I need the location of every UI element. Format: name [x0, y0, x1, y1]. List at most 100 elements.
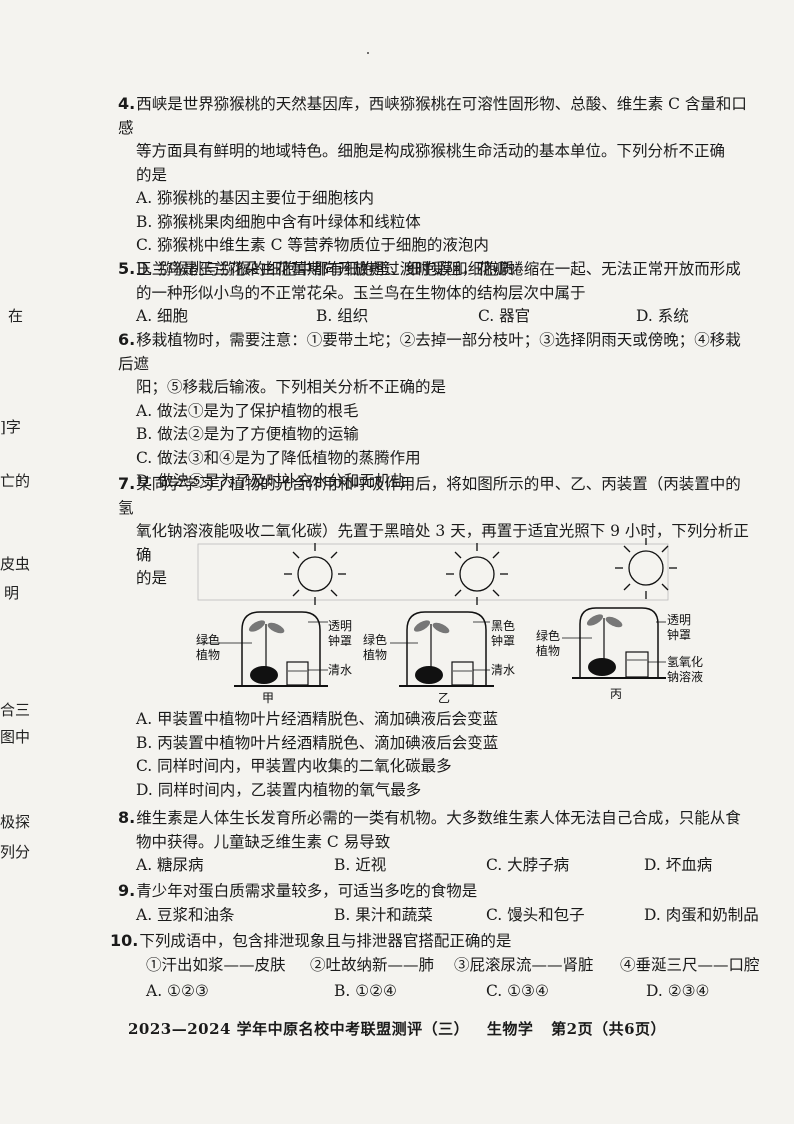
option-b: B. 果汁和蔬菜 [334, 905, 433, 924]
question-7: 7.某同学学习了植物的光合作用和呼吸作用后，将如图所示的甲、乙、丙装置（丙装置中… [118, 472, 754, 591]
device-bing: 绿色 植物 透明 钟罩 氢氧化 钠溶液 丙 [536, 537, 703, 701]
question-stem: 氧化钠溶液能吸收二氧化碳）先置于黑暗处 3 天，再置于适宜光照下 9 小时，下列… [136, 522, 749, 564]
statement-4: ④垂涎三尺——口腔 [620, 955, 760, 974]
exam-title: 2023—2024 学年中原名校中考联盟测评（三） [127, 1020, 470, 1038]
label-bell-jar: 黑色 [491, 619, 515, 633]
option-c: C. 猕猴桃中维生素 C 等营养物质位于细胞的液泡内 [136, 236, 489, 254]
background-frame [197, 543, 669, 601]
options-row: A. 豆浆和油条 B. 果汁和蔬菜 C. 馒头和包子 D. 肉蛋和奶制品 [118, 904, 759, 928]
scan-dot [367, 52, 369, 54]
plant-icon [586, 614, 623, 676]
label-green-plant: 植物 [363, 647, 387, 662]
question-stem: 西峡是世界猕猴桃的天然基因库，西峡猕猴桃在可溶性固形物、总酸、维生素 C 含量和… [118, 95, 747, 137]
margin-fragment: 亡的 [0, 472, 31, 490]
option-b: B. ①②④ [334, 981, 397, 1000]
option-d: D. 肉蛋和奶制品 [644, 905, 759, 924]
beaker [451, 661, 474, 686]
option-a: A. 细胞 [136, 307, 189, 325]
option-c: C. 同样时间内，甲装置内收集的二氧化碳最多 [136, 757, 452, 775]
question-number: 10. [110, 931, 139, 950]
label-bell-jar: 透明 [328, 619, 352, 633]
question-stem: 玉兰鸟是玉兰花朵由花蕾期向开放期过渡时受阻，花瓣蜷缩在一起、无法正常开放而形成 [136, 260, 741, 278]
device-name: 乙 [438, 691, 450, 705]
page-footer: 2023—2024 学年中原名校中考联盟测评（三） 生物学 第2页（共6页） [0, 1018, 794, 1039]
question-7-options: A. 甲装置中植物叶片经酒精脱色、滴加碘液后会变蓝 B. 丙装置中植物叶片经酒精… [118, 708, 754, 802]
beaker [625, 651, 649, 678]
label-bell-jar: 钟罩 [328, 633, 352, 648]
option-d: D. 系统 [636, 307, 689, 325]
label-bell-jar: 钟罩 [667, 627, 691, 642]
bell-jar [241, 611, 321, 687]
plant-icon [413, 620, 450, 684]
label-bell-jar: 透明 [667, 613, 691, 627]
margin-fragment: ]字 [0, 418, 21, 436]
sun-icon [615, 537, 677, 599]
margin-fragment: 在 [8, 307, 24, 325]
question-stem: 阳；⑤移栽后输液。下列相关分析不正确的是 [136, 378, 447, 396]
margin-fragment: 皮虫 [0, 555, 31, 573]
option-c: C. 大脖子病 [486, 856, 570, 874]
margin-fragment: 列分 [0, 843, 31, 861]
option-d: D. 做法⑤是为了及时补充水分和无机盐 [136, 472, 406, 490]
statement-1: ①汗出如浆——皮肤 [146, 955, 286, 974]
label-green-plant: 植物 [536, 643, 560, 658]
option-a: A. ①②③ [146, 981, 209, 1000]
margin-fragment: 明 [4, 584, 20, 602]
question-stem: 等方面具有鲜明的地域特色。细胞是构成猕猴桃生命活动的基本单位。下列分析不正确 [136, 142, 726, 160]
sun-icon [446, 543, 508, 605]
question-8: 8.维生素是人体生长发育所必需的一类有机物。大多数维生素人体无法自己合成，只能从… [118, 806, 754, 878]
question-stem: 下列成语中，包含排泄现象且与排泄器官搭配正确的是 [139, 932, 512, 950]
device-jia: 绿色 植物 透明 钟罩 清水 甲 [196, 543, 352, 705]
subject-name: 生物学 [486, 1020, 534, 1038]
label-green-plant: 植物 [196, 647, 220, 662]
option-b: B. 近视 [334, 856, 387, 874]
margin-fragment: 图中 [0, 728, 31, 746]
option-b: B. 猕猴桃果肉细胞中含有叶绿体和线粒体 [136, 212, 421, 231]
option-d: D. 猕猴桃与猕猴的细胞中都有细胞壁、细胞膜和细胞质 [136, 259, 515, 278]
question-stem: 的是 [136, 569, 168, 587]
option-c: C. ①③④ [486, 981, 549, 1000]
options-row: A. ①②③ B. ①②④ C. ①③④ D. ②③④ [110, 980, 770, 1004]
options-row: A. 细胞 B. 组织 C. 器官 D. 系统 [118, 305, 754, 329]
option-b: B. 组织 [316, 307, 369, 325]
option-b: B. 丙装置中植物叶片经酒精脱色、滴加碘液后会变蓝 [136, 733, 499, 752]
question-10: 10.下列成语中，包含排泄现象且与排泄器官搭配正确的是 ①汗出如浆——皮肤 ②吐… [110, 929, 770, 1004]
option-a: A. 做法①是为了保护植物的根毛 [136, 401, 359, 420]
question-stem: 某同学学习了植物的光合作用和呼吸作用后，将如图所示的甲、乙、丙装置（丙装置中的氢 [118, 475, 741, 517]
question-stem: 青少年对蛋白质需求量较多，可适当多吃的食物是 [136, 882, 478, 900]
label-solution: 钠溶液 [667, 669, 703, 684]
device-name: 甲 [262, 691, 274, 705]
option-b: B. 做法②是为了方便植物的运输 [136, 425, 359, 443]
sun-icon [284, 543, 346, 605]
question-stem: 物中获得。儿童缺乏维生素 C 易导致 [136, 832, 391, 851]
question-5: 5.玉兰鸟是玉兰花朵由花蕾期向开放期过渡时受阻，花瓣蜷缩在一起、无法正常开放而形… [118, 257, 754, 329]
question-number: 5. [118, 259, 136, 278]
statement-3: ③屁滚尿流——肾脏 [454, 955, 594, 974]
statement-2: ②吐故纳新——肺 [310, 955, 435, 974]
option-a: A. 豆浆和油条 [136, 905, 235, 924]
page-number: 第2页（共6页） [551, 1020, 667, 1038]
statement-row: ①汗出如浆——皮肤 ②吐故纳新——肺 ③屁滚尿流——肾脏 ④垂涎三尺——口腔 [110, 954, 770, 980]
margin-fragment: 合三 [0, 701, 31, 719]
experiment-figure: 绿色 植物 透明 钟罩 清水 甲 [180, 537, 740, 708]
label-bell-jar: 钟罩 [491, 633, 515, 648]
margin-fragment: 极探 [0, 813, 31, 831]
label-green-plant: 绿色 [363, 632, 387, 647]
label-green-plant: 绿色 [536, 628, 560, 643]
question-4: 4.西峡是世界猕猴桃的天然基因库，西峡猕猴桃在可溶性固形物、总酸、维生素 C 含… [118, 92, 754, 281]
option-a: A. 甲装置中植物叶片经酒精脱色、滴加碘液后会变蓝 [136, 710, 499, 728]
option-d: D. 坏血病 [644, 856, 713, 874]
option-d: D. 同样时间内，乙装置内植物的氧气最多 [136, 780, 422, 799]
device-name: 丙 [610, 687, 622, 701]
option-c: C. 器官 [478, 307, 531, 325]
question-number: 8. [118, 808, 136, 827]
option-d: D. ②③④ [646, 981, 710, 1000]
label-solution: 氢氧化 [667, 654, 703, 669]
question-6: 6.移栽植物时，需要注意：①要带土坨；②去掉一部分枝叶；③选择阴雨天或傍晚；④移… [118, 328, 754, 494]
question-number: 7. [118, 474, 136, 493]
question-stem: 维生素是人体生长发育所必需的一类有机物。大多数维生素人体无法自己合成，只能从食 [136, 809, 741, 827]
label-solution: 清水 [491, 663, 515, 677]
label-solution: 清水 [328, 663, 352, 677]
question-stem: 的是 [136, 165, 168, 184]
